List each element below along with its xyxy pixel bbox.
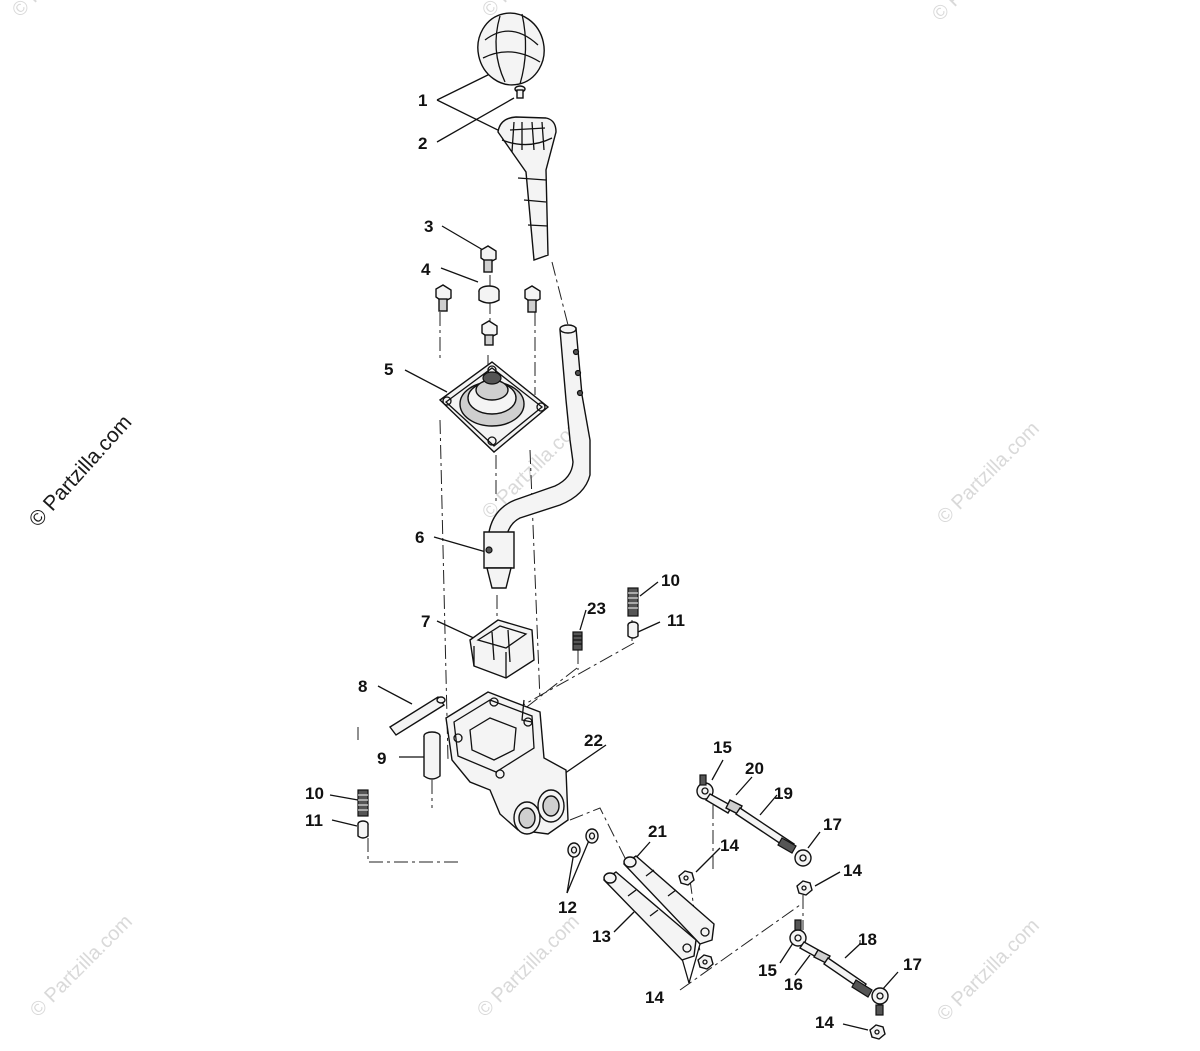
callout-labels: 1 2 3 4 5 6 7 8 9 10 10 11 11 12 13 14 1… (305, 91, 922, 1032)
lock-nut (697, 954, 714, 970)
callout-20: 20 (745, 759, 764, 778)
shift-gate (469, 619, 535, 679)
watermark-ghost: © Partzilla.com (8, 0, 119, 22)
callout-21: 21 (648, 822, 667, 841)
callout-14-d: 14 (815, 1013, 834, 1032)
lock-nut (869, 1024, 886, 1040)
shift-grip (497, 116, 557, 261)
callout-22: 22 (584, 731, 603, 750)
watermark-ghost: © Partzilla.com (928, 0, 1039, 26)
callout-17-bottom: 17 (903, 955, 922, 974)
small-spring (572, 631, 583, 651)
callout-8: 8 (358, 677, 367, 696)
bushing (478, 285, 500, 304)
dowel-pin (423, 731, 441, 780)
bolt (524, 285, 541, 313)
callout-15-top: 15 (713, 738, 732, 757)
bolt (480, 245, 497, 273)
shift-rail (622, 855, 715, 945)
lever-ball-end (483, 531, 515, 589)
boot-plate (438, 361, 550, 453)
shift-housing (445, 691, 569, 835)
watermark-ghost: © Partzilla.com (933, 418, 1044, 529)
callout-6: 6 (415, 528, 424, 547)
detent-plunger (627, 621, 639, 639)
callout-7: 7 (421, 612, 430, 631)
washer (567, 842, 581, 858)
callout-17-top: 17 (823, 815, 842, 834)
detent-spring (357, 789, 369, 817)
lock-nut (678, 870, 695, 886)
callout-14-c: 14 (645, 988, 664, 1007)
callout-11-bottom: 11 (305, 811, 323, 830)
shift-rail (602, 871, 697, 961)
callout-16: 16 (784, 975, 803, 994)
callout-14-b: 14 (843, 861, 862, 880)
callout-4: 4 (421, 260, 431, 279)
detent-plunger (357, 820, 369, 839)
callout-12: 12 (558, 898, 577, 917)
watermark-ghost: © Partzilla.com (26, 911, 137, 1022)
callout-1: 1 (418, 91, 427, 110)
callout-10-bottom: 10 (305, 784, 324, 803)
callout-3: 3 (424, 217, 433, 236)
detent-spring (627, 587, 639, 617)
bolt (481, 320, 498, 346)
callout-23: 23 (587, 599, 606, 618)
callout-15-bottom: 15 (758, 961, 777, 980)
callout-11-top: 11 (667, 611, 685, 630)
set-screw (514, 85, 526, 99)
shift-knob (477, 12, 545, 86)
watermark-main: © Partzilla.com (25, 411, 137, 532)
callout-14-a: 14 (720, 836, 739, 855)
callout-10-top: 10 (661, 571, 680, 590)
washer (585, 828, 599, 844)
callout-19: 19 (774, 784, 793, 803)
callout-5: 5 (384, 360, 393, 379)
pivot-pin (388, 696, 446, 736)
upper-tie-rod (696, 774, 812, 867)
watermark-ghost: © Partzilla.com (933, 915, 1044, 1026)
lower-tie-rod (789, 919, 889, 1016)
lock-nut (796, 880, 813, 896)
callout-13: 13 (592, 927, 611, 946)
leader-lines (329, 69, 899, 1031)
callout-9: 9 (377, 749, 386, 768)
bolt (435, 284, 452, 312)
callout-2: 2 (418, 134, 427, 153)
callout-18: 18 (858, 930, 877, 949)
watermark-ghost: © Partzilla.com (473, 911, 584, 1022)
